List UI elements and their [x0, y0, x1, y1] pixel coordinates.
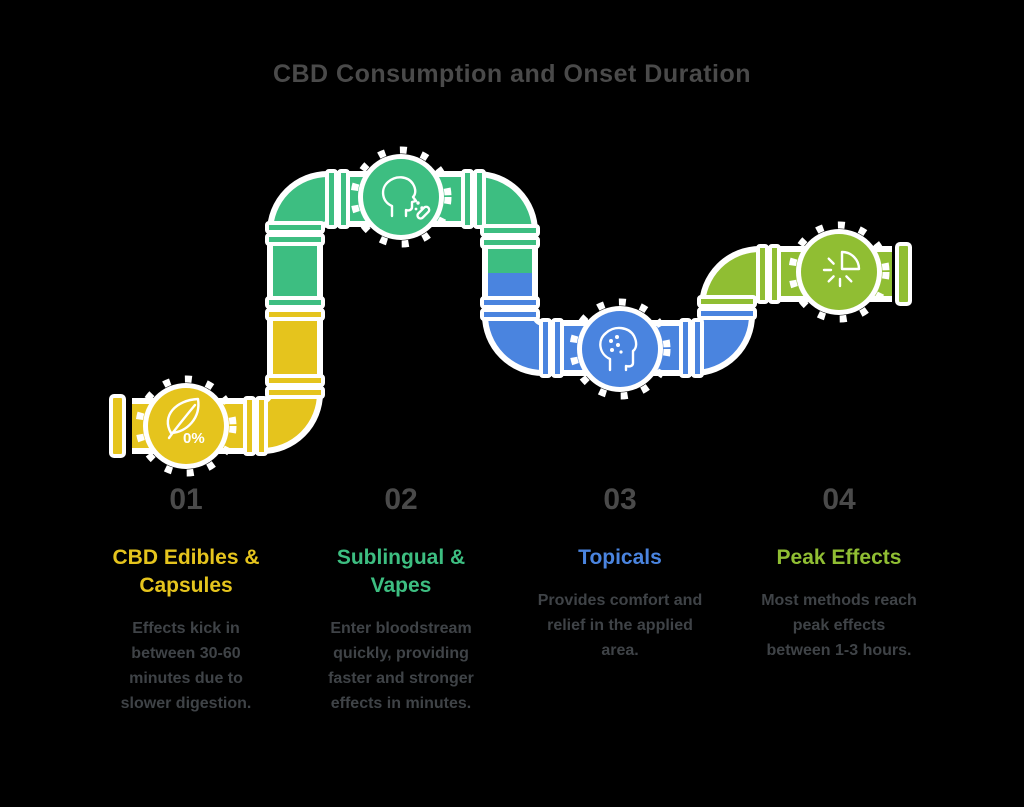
step-column-1: 01 CBD Edibles & Capsules Effects kick i… [86, 484, 286, 716]
leaf-zero-percent-icon: 0% [166, 397, 205, 447]
step-number: 04 [822, 483, 856, 516]
step-column-3: 03 Topicals Provides comfort and relief … [520, 484, 720, 663]
step-heading: Peak Effects [776, 546, 902, 569]
step-description: Effects kick in between 30-60 minutes du… [120, 620, 252, 712]
step-heading: Sublingual & [336, 546, 466, 569]
step-heading: Capsules [139, 574, 233, 597]
step3-icon-badge [569, 298, 671, 400]
step-number: 01 [169, 483, 203, 516]
step-number: 02 [384, 483, 418, 516]
step-heading: Vapes [370, 574, 432, 597]
step-number: 03 [603, 483, 637, 516]
step-column-2: 02 Sublingual & Vapes Enter bloodstream … [301, 484, 501, 716]
step-description: Most methods reach peak effects between … [761, 592, 917, 659]
step2-icon-badge [350, 146, 452, 248]
step-heading: Topicals [578, 546, 662, 569]
step-description: Provides comfort and relief in the appli… [537, 592, 703, 659]
step-column-4: 04 Peak Effects Most methods reach peak … [739, 484, 939, 663]
step-description: Enter bloodstream quickly, providing fas… [328, 620, 474, 712]
timer-icon [822, 250, 861, 288]
pipe-couplings [243, 169, 781, 456]
step-heading: CBD Edibles & [112, 546, 260, 569]
svg-text:0%: 0% [183, 430, 205, 447]
head-vapor-icon [381, 176, 431, 220]
step4-icon-badge [788, 221, 890, 323]
head-absorption-icon [599, 326, 638, 372]
step1-icon-badge: 0% [135, 375, 237, 477]
pipe-end-cap-left [109, 394, 126, 458]
pipe-end-cap-right [895, 242, 912, 306]
page-title: CBD Consumption and Onset Duration [272, 60, 752, 88]
